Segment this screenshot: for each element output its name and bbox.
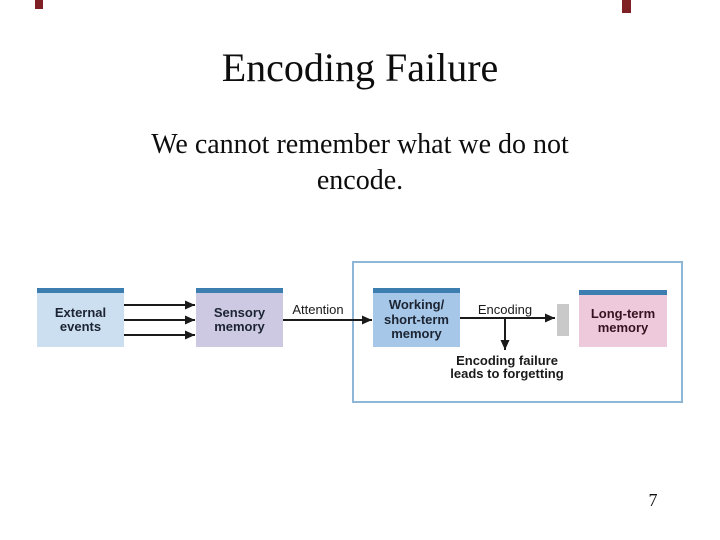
box-label-line: External xyxy=(54,304,107,320)
box-label-line: Working/ xyxy=(388,297,445,313)
box-label-line: memory xyxy=(597,320,649,335)
caption-line: leads to forgetting xyxy=(450,365,564,381)
encoding-barrier-bar xyxy=(557,304,569,336)
encoding-failure-caption: Encoding failure leads to forgetting xyxy=(417,353,597,381)
working-short-term-memory-box: Working/ short-term memory xyxy=(373,288,460,347)
sensory-memory-box: Sensory memory xyxy=(196,288,283,347)
encoding-label: Encoding xyxy=(477,302,533,317)
box-label-line: events xyxy=(59,319,102,334)
body-line-2: encode. xyxy=(316,165,404,196)
page-number: 7 xyxy=(648,490,658,510)
external-events-box: External events xyxy=(37,288,124,347)
top-right-red-mark xyxy=(622,0,631,13)
caption-line: Encoding failure xyxy=(456,353,558,368)
box-label-line: memory xyxy=(214,319,265,334)
long-term-memory-box: Long-term memory xyxy=(579,290,667,347)
top-left-red-mark xyxy=(35,0,43,9)
box-label-line: short-term xyxy=(383,311,449,327)
box-label-line: memory xyxy=(391,326,442,342)
body-line-1: We cannot remember what we do not xyxy=(151,129,569,160)
slide-title: Encoding Failure xyxy=(221,45,499,90)
box-label-line: Long-term xyxy=(590,305,656,321)
box-label-line: Sensory xyxy=(213,304,266,320)
attention-label: Attention xyxy=(292,302,344,317)
slide-body: We cannot remember what we do not encode… xyxy=(0,127,720,199)
